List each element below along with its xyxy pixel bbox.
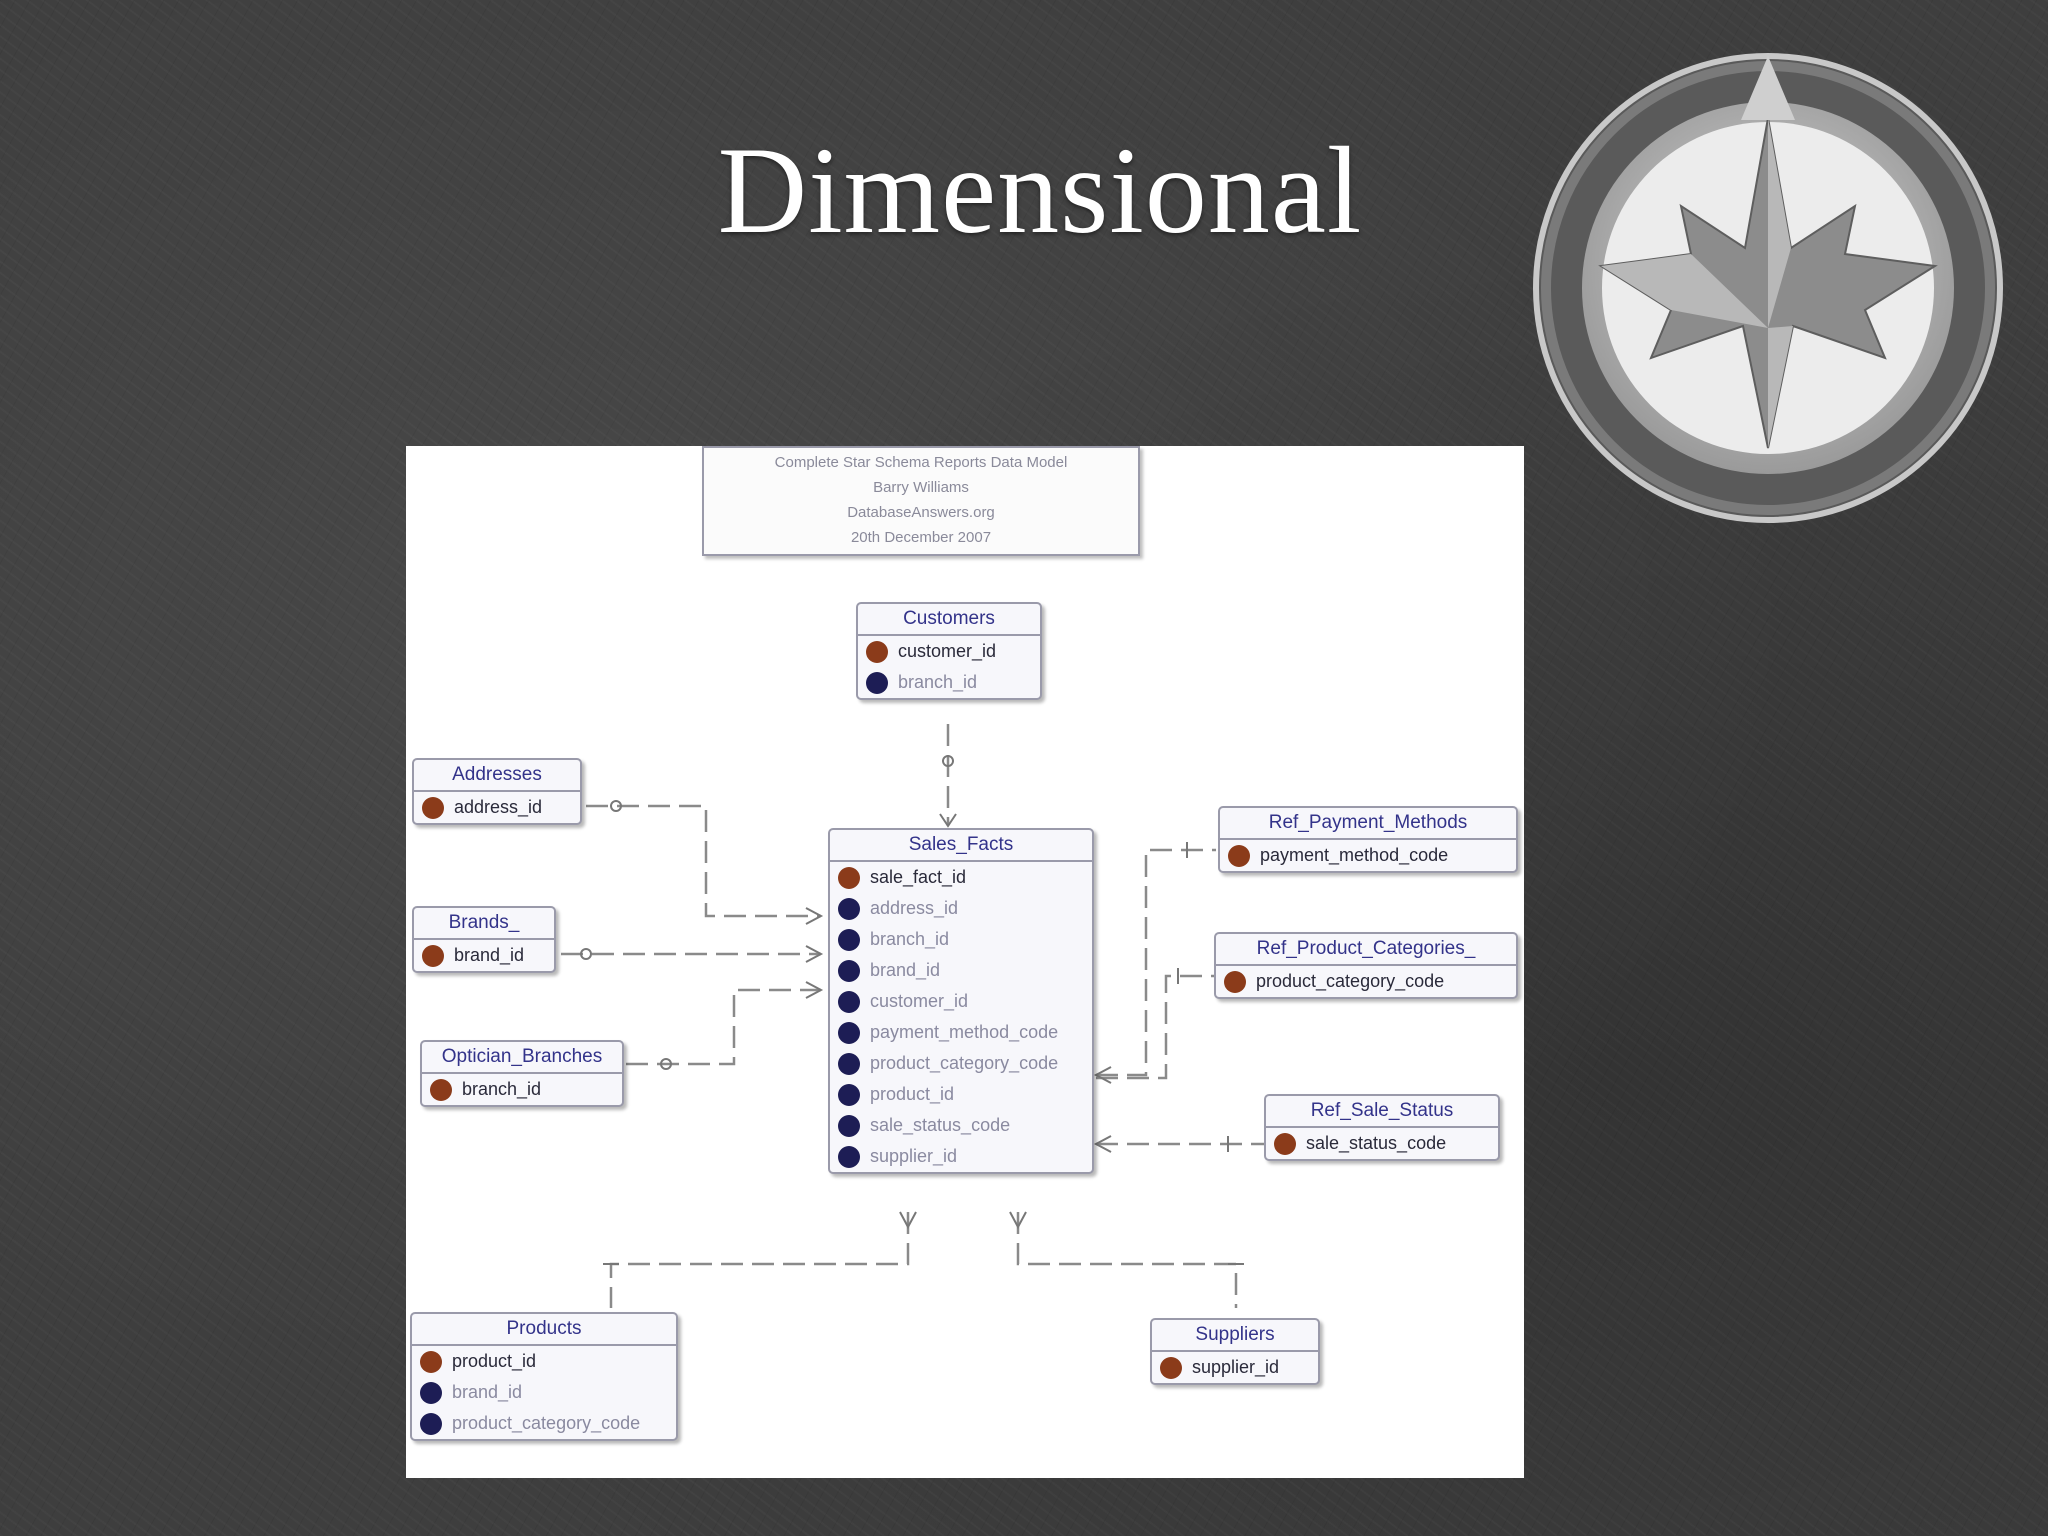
field-row: product_category_code (412, 1408, 676, 1439)
fk-key-icon (838, 898, 860, 921)
pk-key-icon (1228, 845, 1250, 868)
slide-title: Dimensional (717, 122, 1363, 259)
pk-key-icon (430, 1079, 452, 1102)
field-row: address_id (414, 792, 580, 823)
table-title: Sales_Facts (830, 830, 1092, 862)
field-row: customer_id (858, 636, 1040, 667)
fk-key-icon (838, 929, 860, 952)
diagram-note: Complete Star Schema Reports Data Model … (702, 446, 1140, 556)
field-row: supplier_id (1152, 1352, 1318, 1383)
fk-key-icon (838, 1084, 860, 1107)
field-row: payment_method_code (1220, 840, 1516, 871)
note-line: Barry Williams (873, 479, 969, 496)
fk-key-icon (838, 960, 860, 983)
pk-key-icon (422, 797, 444, 820)
table-customers: Customers customer_id branch_id (856, 602, 1042, 700)
pk-key-icon (422, 945, 444, 968)
table-ref-sale-status: Ref_Sale_Status sale_status_code (1264, 1094, 1500, 1161)
table-title: Ref_Payment_Methods (1220, 808, 1516, 840)
pk-key-icon (1224, 971, 1246, 994)
table-products: Products product_id brand_id product_cat… (410, 1312, 678, 1441)
field-row: customer_id (830, 986, 1092, 1017)
table-title: Customers (858, 604, 1040, 636)
table-title: Ref_Sale_Status (1266, 1096, 1498, 1128)
field-row: supplier_id (830, 1141, 1092, 1172)
fk-key-icon (838, 1022, 860, 1045)
field-row: brand_id (412, 1377, 676, 1408)
maple-compass-logo-icon (1533, 53, 2003, 523)
fk-key-icon (838, 1053, 860, 1076)
field-row: brand_id (414, 940, 554, 971)
table-title: Suppliers (1152, 1320, 1318, 1352)
pk-key-icon (866, 641, 888, 664)
field-row: sale_status_code (830, 1110, 1092, 1141)
table-optician-branches: Optician_Branches branch_id (420, 1040, 624, 1107)
pk-key-icon (420, 1351, 442, 1374)
table-title: Optician_Branches (422, 1042, 622, 1074)
pk-key-icon (1160, 1357, 1182, 1380)
table-ref-product-categories: Ref_Product_Categories_ product_category… (1214, 932, 1518, 999)
field-row: brand_id (830, 955, 1092, 986)
er-diagram-panel: Complete Star Schema Reports Data Model … (406, 446, 1524, 1478)
table-title: Brands_ (414, 908, 554, 940)
note-line: Complete Star Schema Reports Data Model (774, 454, 1068, 471)
relationship-connectors (561, 724, 1264, 1308)
field-row: branch_id (858, 667, 1040, 698)
field-row: payment_method_code (830, 1017, 1092, 1048)
pk-key-icon (838, 867, 860, 890)
field-row: product_id (412, 1346, 676, 1377)
field-row: product_id (830, 1079, 1092, 1110)
field-row: product_category_code (1216, 966, 1516, 997)
note-line: 20th December 2007 (850, 529, 992, 546)
table-brands: Brands_ brand_id (412, 906, 556, 973)
field-row: product_category_code (830, 1048, 1092, 1079)
table-suppliers: Suppliers supplier_id (1150, 1318, 1320, 1385)
table-sales-facts: Sales_Facts sale_fact_id address_id bran… (828, 828, 1094, 1174)
field-row: branch_id (422, 1074, 622, 1105)
table-title: Products (412, 1314, 676, 1346)
field-row: sale_fact_id (830, 862, 1092, 893)
table-ref-payment-methods: Ref_Payment_Methods payment_method_code (1218, 806, 1518, 873)
field-row: branch_id (830, 924, 1092, 955)
fk-key-icon (866, 672, 888, 695)
table-title: Addresses (414, 760, 580, 792)
fk-key-icon (838, 1115, 860, 1138)
pk-key-icon (1274, 1133, 1296, 1156)
table-addresses: Addresses address_id (412, 758, 582, 825)
fk-key-icon (420, 1413, 442, 1436)
fk-key-icon (838, 1146, 860, 1169)
fk-key-icon (838, 991, 860, 1014)
fk-key-icon (420, 1382, 442, 1405)
table-title: Ref_Product_Categories_ (1216, 934, 1516, 966)
note-line: DatabaseAnswers.org (847, 504, 995, 521)
field-row: sale_status_code (1266, 1128, 1498, 1159)
field-row: address_id (830, 893, 1092, 924)
